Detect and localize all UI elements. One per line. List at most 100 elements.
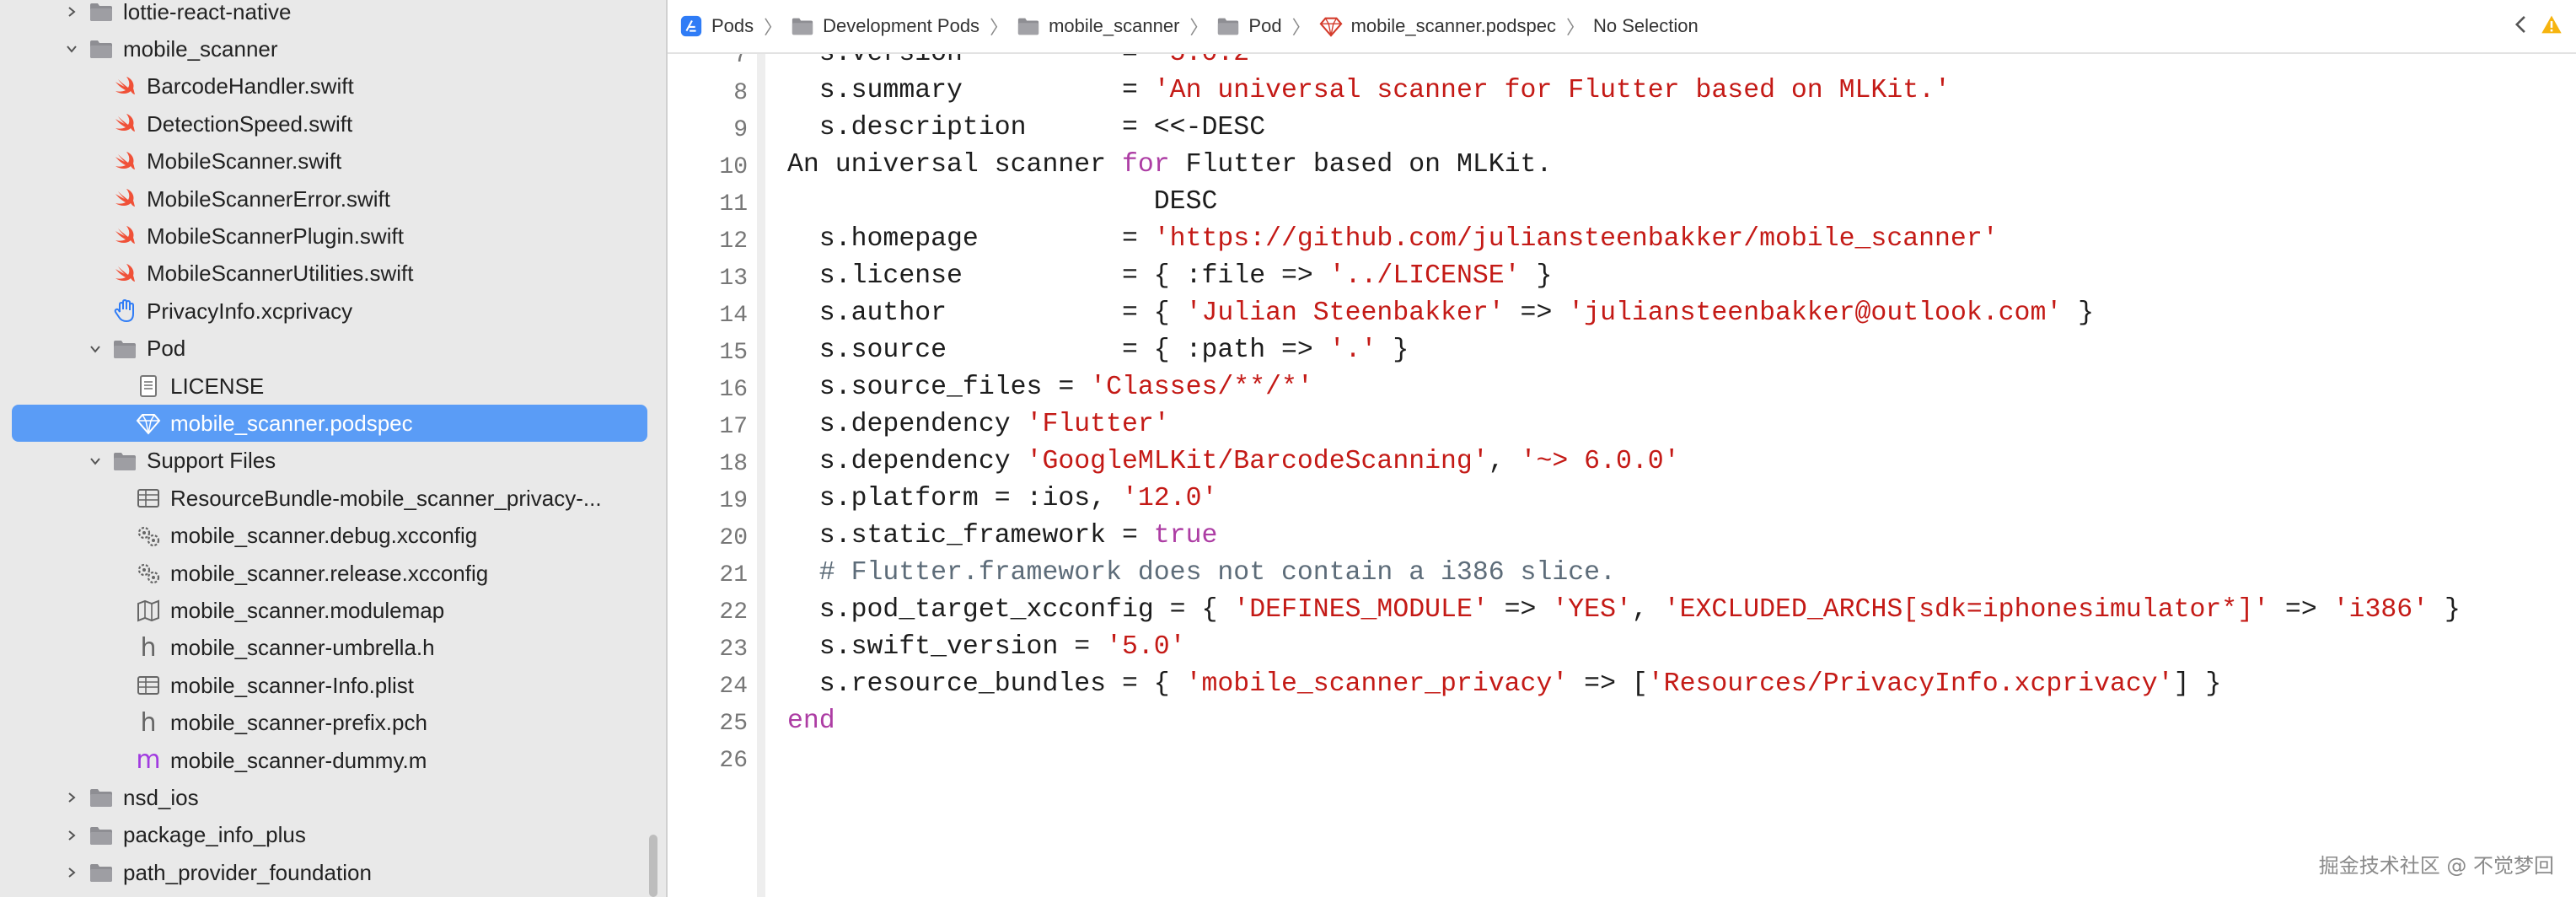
document-icon [135, 373, 162, 400]
code-line[interactable]: s.pod_target_xcconfig = { 'DEFINES_MODUL… [787, 592, 2461, 629]
navigator-item-label: mobile_scanner.modulemap [170, 597, 445, 623]
navigator-item-label: MobileScannerUtilities.swift [147, 261, 414, 287]
navigator-file-row[interactable]: mobile_scanner.debug.xcconfig [0, 518, 666, 555]
navigator-folder-row[interactable]: Support Files [0, 443, 666, 480]
breadcrumb-label: No Selection [1592, 15, 1699, 36]
navigator-file-row[interactable]: mobile_scanner.release.xcconfig [0, 555, 666, 592]
code-line[interactable]: DESC [787, 184, 1218, 221]
disclosure-chevron-right-icon[interactable] [62, 3, 81, 21]
icon-letter: h [140, 632, 157, 663]
string-token: 'Classes/**/*' [1090, 373, 1313, 402]
swift-icon [111, 73, 138, 100]
navigator-item-label: mobile_scanner.debug.xcconfig [170, 523, 478, 549]
code-line[interactable]: s.source = { :path => '.' } [787, 332, 1409, 369]
sidebar-divider[interactable] [666, 0, 668, 897]
code-line[interactable]: end [787, 703, 835, 740]
navigator-file-row[interactable]: mobile_scanner.podspec [0, 405, 666, 443]
string-token: 'GoogleMLKit/BarcodeScanning' [1026, 447, 1489, 476]
code-token: => [2269, 595, 2333, 625]
code-line[interactable]: An universal scanner for Flutter based o… [787, 147, 1552, 184]
code-line[interactable]: s.static_framework = true [787, 518, 1218, 555]
breadcrumb-item[interactable]: Pod [1216, 14, 1282, 38]
navigator-item-label: Pod [147, 336, 186, 362]
m-letter-icon: m [135, 747, 162, 774]
code-token: s.swift_version = [787, 632, 1107, 662]
string-token: 'https://github.com/juliansteenbakker/mo… [1153, 224, 1999, 254]
disclosure-chevron-right-icon[interactable] [62, 826, 81, 845]
disclosure-chevron-right-icon[interactable] [62, 788, 81, 807]
editor-gutter-separator [757, 54, 765, 897]
navigator-folder-row[interactable]: nsd_ios [0, 779, 666, 816]
breadcrumb: Pods〉Development Pods〉mobile_scanner〉Pod… [679, 13, 1704, 40]
string-token: 'An universal scanner for Flutter based … [1153, 76, 1951, 105]
navigator-file-row[interactable]: MobileScanner.swift [0, 143, 666, 180]
navigator-item-label: path_provider_foundation [123, 859, 372, 885]
string-token: '.' [1328, 336, 1377, 365]
disclosure-chevron-down-icon[interactable] [86, 452, 105, 470]
navigator-folder-row[interactable]: Pod [0, 330, 666, 368]
navigator-file-row[interactable]: mobile_scanner.modulemap [0, 592, 666, 629]
code-line[interactable]: s.source_files = 'Classes/**/*' [787, 369, 1313, 406]
navigator-file-row[interactable]: LICENSE [0, 368, 666, 405]
string-token: 'EXCLUDED_ARCHS[sdk=iphonesimulator*]' [1663, 595, 2270, 625]
code-line[interactable]: s.swift_version = '5.0' [787, 629, 1186, 666]
navigator-folder-row[interactable]: lottie-react-native [0, 0, 666, 30]
navigator-item-label: MobileScannerPlugin.swift [147, 223, 404, 249]
code-token: s.author = { [787, 298, 1186, 328]
navigator-file-row[interactable]: MobileScannerError.swift [0, 180, 666, 218]
breadcrumb-item[interactable]: No Selection [1593, 15, 1699, 37]
swift-icon [111, 261, 138, 287]
h-letter-icon: h [135, 635, 162, 662]
code-token: s.source_files = [787, 373, 1091, 402]
line-number: 18 [719, 451, 748, 477]
navigator-item-label: MobileScannerError.swift [147, 185, 390, 212]
back-chevron-icon[interactable] [2502, 13, 2532, 40]
swift-icon [111, 148, 138, 175]
navigator-folder-row[interactable]: mobile_scanner [0, 30, 666, 67]
line-number: 26 [719, 748, 748, 774]
breadcrumb-item[interactable]: mobile_scanner [1017, 14, 1179, 38]
code-line[interactable]: s.dependency 'GoogleMLKit/BarcodeScannin… [787, 443, 1680, 481]
code-line[interactable]: s.platform = :ios, '12.0' [787, 481, 1218, 518]
code-editor[interactable] [668, 54, 2576, 897]
code-line[interactable]: s.resource_bundles = { 'mobile_scanner_p… [787, 666, 2222, 703]
breadcrumb-separator: 〉 [1291, 17, 1311, 38]
line-number: 14 [719, 303, 748, 329]
code-line[interactable]: s.license = { :file => '../LICENSE' } [787, 258, 1553, 295]
code-line[interactable]: s.homepage = 'https://github.com/julians… [787, 221, 1999, 258]
navigator-file-row[interactable]: mobile_scanner-Info.plist [0, 667, 666, 704]
code-line[interactable]: s.description = <<-DESC [787, 110, 1265, 147]
code-line[interactable]: # Flutter.framework does not contain a i… [787, 555, 1616, 592]
code-line[interactable]: s.dependency 'Flutter' [787, 406, 1170, 443]
navigator-file-row[interactable]: PrivacyInfo.xcprivacy [0, 293, 666, 330]
disclosure-chevron-right-icon[interactable] [62, 863, 81, 882]
string-token: '5.0' [1106, 632, 1186, 662]
disclosure-chevron-down-icon[interactable] [86, 340, 105, 358]
navigator-scrollbar[interactable] [649, 835, 657, 897]
breadcrumb-item[interactable]: Development Pods [791, 14, 979, 38]
navigator-file-row[interactable]: ResourceBundle-mobile_scanner_privacy-..… [0, 480, 666, 517]
breadcrumb-item[interactable]: Pods [679, 14, 754, 38]
gears-icon [135, 560, 162, 587]
code-token: DESC [787, 187, 1218, 217]
navigator-file-row[interactable]: BarcodeHandler.swift [0, 68, 666, 105]
breadcrumb-item[interactable]: mobile_scanner.podspec [1319, 14, 1556, 38]
navigator-file-row[interactable]: MobileScannerPlugin.swift [0, 218, 666, 255]
navigator-folder-row[interactable]: path_provider_foundation [0, 854, 666, 891]
navigator-file-row[interactable]: MobileScannerUtilities.swift [0, 255, 666, 293]
navigator-file-row[interactable]: DetectionSpeed.swift [0, 105, 666, 142]
string-token: 'juliansteenbakker@outlook.com' [1568, 298, 2063, 328]
code-token: s.static_framework = [787, 521, 1154, 551]
folder-icon [88, 859, 115, 886]
navigator-folder-row[interactable]: package_info_plus [0, 817, 666, 854]
breadcrumb-separator: 〉 [990, 17, 1009, 38]
code-line[interactable]: s.summary = 'An universal scanner for Fl… [787, 73, 1951, 110]
code-line[interactable]: s.author = { 'Julian Steenbakker' => 'ju… [787, 295, 2094, 332]
warning-icon[interactable] [2532, 13, 2563, 40]
disclosure-chevron-down-icon[interactable] [62, 40, 81, 58]
code-token: } [2428, 595, 2461, 625]
folder-icon [1017, 14, 1049, 38]
